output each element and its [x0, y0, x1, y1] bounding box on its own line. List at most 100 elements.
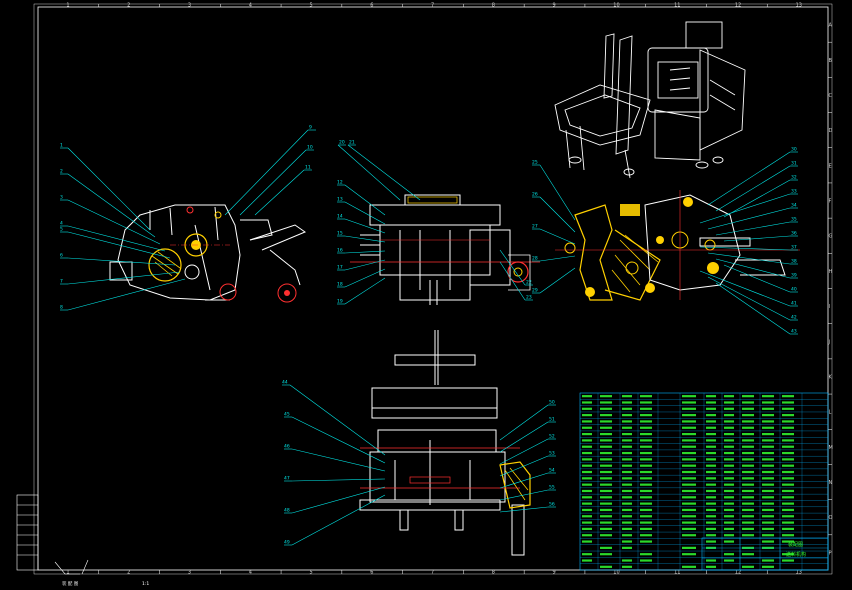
zone-label-bottom: 6	[370, 570, 373, 576]
bottom-left-label: 装 配 图	[62, 580, 79, 587]
balloon-number: 33	[791, 189, 797, 195]
balloon-number: 56	[549, 502, 555, 508]
zone-label-top: 4	[249, 3, 252, 9]
zone-label-top: 12	[735, 3, 741, 9]
zone-label-right: J	[828, 339, 830, 345]
zone-label-right: H	[829, 269, 833, 275]
balloon-number: 16	[337, 248, 343, 254]
balloon-number: 35	[791, 217, 797, 223]
balloon-number: 3	[60, 195, 63, 201]
zone-label-bottom: 11	[674, 570, 680, 576]
zone-label-bottom: 12	[735, 570, 741, 576]
balloon-number: 38	[791, 259, 797, 265]
zone-label-right: O	[829, 515, 833, 521]
balloon-number: 12	[337, 180, 343, 186]
balloon-number: 20	[339, 140, 345, 146]
balloon-number: 19	[337, 299, 343, 305]
balloon-number: 34	[791, 203, 797, 209]
balloon-number: 8	[60, 305, 63, 311]
balloon-number: 47	[284, 476, 290, 482]
zone-label-bottom: 7	[431, 570, 434, 576]
zone-label-top: 9	[553, 3, 556, 9]
bottom-view	[359, 330, 531, 556]
zone-label-right: I	[829, 304, 830, 310]
balloon-number: 4	[60, 221, 63, 227]
zone-label-top: 11	[674, 3, 680, 9]
side-view	[555, 190, 800, 301]
zone-label-top: 7	[431, 3, 434, 9]
front-view	[109, 204, 307, 303]
balloon-number: 40	[791, 287, 797, 293]
balloon-number: 9	[309, 125, 312, 131]
zone-label-top: 5	[309, 3, 312, 9]
balloon-number: 39	[791, 273, 797, 279]
balloon-number: 26	[532, 192, 538, 198]
zone-label-bottom: 2	[127, 570, 130, 576]
balloon-number: 53	[549, 451, 555, 457]
balloon-number: 28	[532, 256, 538, 262]
zone-label-right: F	[829, 199, 832, 205]
zone-label-top: 10	[613, 3, 619, 9]
balloon-number: 21	[349, 140, 355, 146]
zone-label-bottom: 10	[613, 570, 619, 576]
zone-label-right: M	[829, 445, 833, 451]
balloon-number: 6	[60, 253, 63, 259]
isometric-view	[554, 21, 746, 179]
zone-label-right: A	[829, 23, 833, 29]
title-block-line2: 送料机构	[786, 551, 806, 558]
balloon-number: 52	[549, 434, 555, 440]
balloon-number: 17	[337, 265, 343, 271]
zone-label-right: K	[829, 374, 833, 380]
zone-label-right: B	[829, 58, 833, 64]
balloon-number: 49	[284, 540, 290, 546]
balloon-number: 25	[532, 160, 538, 166]
zone-label-top: 8	[492, 3, 495, 9]
zone-label-right: P	[829, 550, 832, 556]
balloon-number: 23	[526, 295, 532, 301]
balloon-number: 15	[337, 231, 343, 237]
zone-label-bottom: 1	[66, 570, 69, 576]
balloon-number: 11	[305, 165, 311, 171]
balloon-number: 32	[791, 175, 797, 181]
balloon-number: 45	[284, 412, 290, 418]
balloon-number: 1	[60, 143, 63, 149]
left-revision-strip	[16, 494, 89, 575]
title-block: 装配图 送料机构	[701, 537, 829, 571]
balloon-number: 36	[791, 231, 797, 237]
balloon-number: 44	[282, 380, 288, 386]
zone-label-top: 1	[66, 3, 69, 9]
zone-label-right: N	[829, 480, 833, 486]
zone-label-bottom: 5	[309, 570, 312, 576]
zone-label-bottom: 4	[249, 570, 252, 576]
balloon-number: 30	[791, 147, 797, 153]
scale-label: 1:1	[142, 581, 149, 587]
title-block-line1: 装配图	[788, 541, 803, 548]
balloon-number: 41	[791, 301, 797, 307]
zone-label-right: D	[829, 128, 833, 134]
zone-label-right: E	[829, 163, 832, 169]
balloon-number: 27	[532, 224, 538, 230]
balloon-number: 18	[337, 282, 343, 288]
balloon-number: 46	[284, 444, 290, 450]
balloon-number: 55	[549, 485, 555, 491]
drawing-frame	[33, 3, 833, 575]
zone-label-right: L	[829, 410, 832, 416]
balloon-number: 51	[549, 417, 555, 423]
balloon-number: 5	[60, 227, 63, 233]
zone-label-top: 6	[370, 3, 373, 9]
zone-label-bottom: 8	[492, 570, 495, 576]
zone-label-bottom: 9	[553, 570, 556, 576]
balloon-number: 2	[60, 169, 63, 175]
balloon-number: 48	[284, 508, 290, 514]
zone-label-right: C	[829, 93, 833, 99]
balloon-number: 42	[791, 315, 797, 321]
section-view	[350, 194, 540, 305]
balloon-number: 10	[307, 145, 313, 151]
balloon-number: 13	[337, 197, 343, 203]
balloon-number: 54	[549, 468, 555, 474]
zone-label-top: 3	[188, 3, 191, 9]
